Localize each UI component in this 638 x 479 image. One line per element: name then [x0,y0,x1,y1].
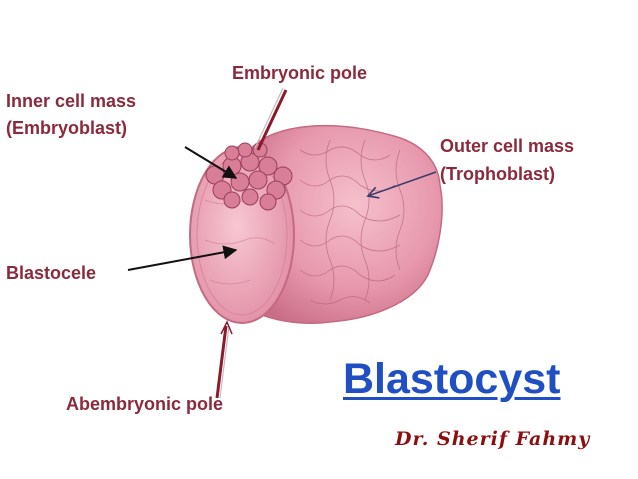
inner-cell-mass-label: Inner cell mass [6,91,137,111]
abembryonic-pole-label: Abembryonic pole [66,394,224,414]
author-credit: Dr. Sherif Fahmy [395,428,591,450]
abembryonic-pole-pointer [215,320,233,399]
blastocele-label: Blastocele [6,263,97,283]
inner-cell-mass-cluster [205,142,293,211]
trophoblast-label: (Trophoblast) [440,164,555,184]
embryoblast-label: (Embryoblast) [6,118,128,138]
outer-cell-mass-pointer [366,171,437,199]
inner-cell-mass-pointer [184,146,238,179]
outer-cell-mass-shape [249,124,443,324]
blastocele-pointer [127,245,238,271]
embryonic-pole-label: Embryonic pole [232,63,368,83]
outer-cell-mass-label: Outer cell mass [440,136,575,156]
embryonic-pole-pointer [254,87,288,151]
diagram-title: Blastocyst [343,355,561,403]
